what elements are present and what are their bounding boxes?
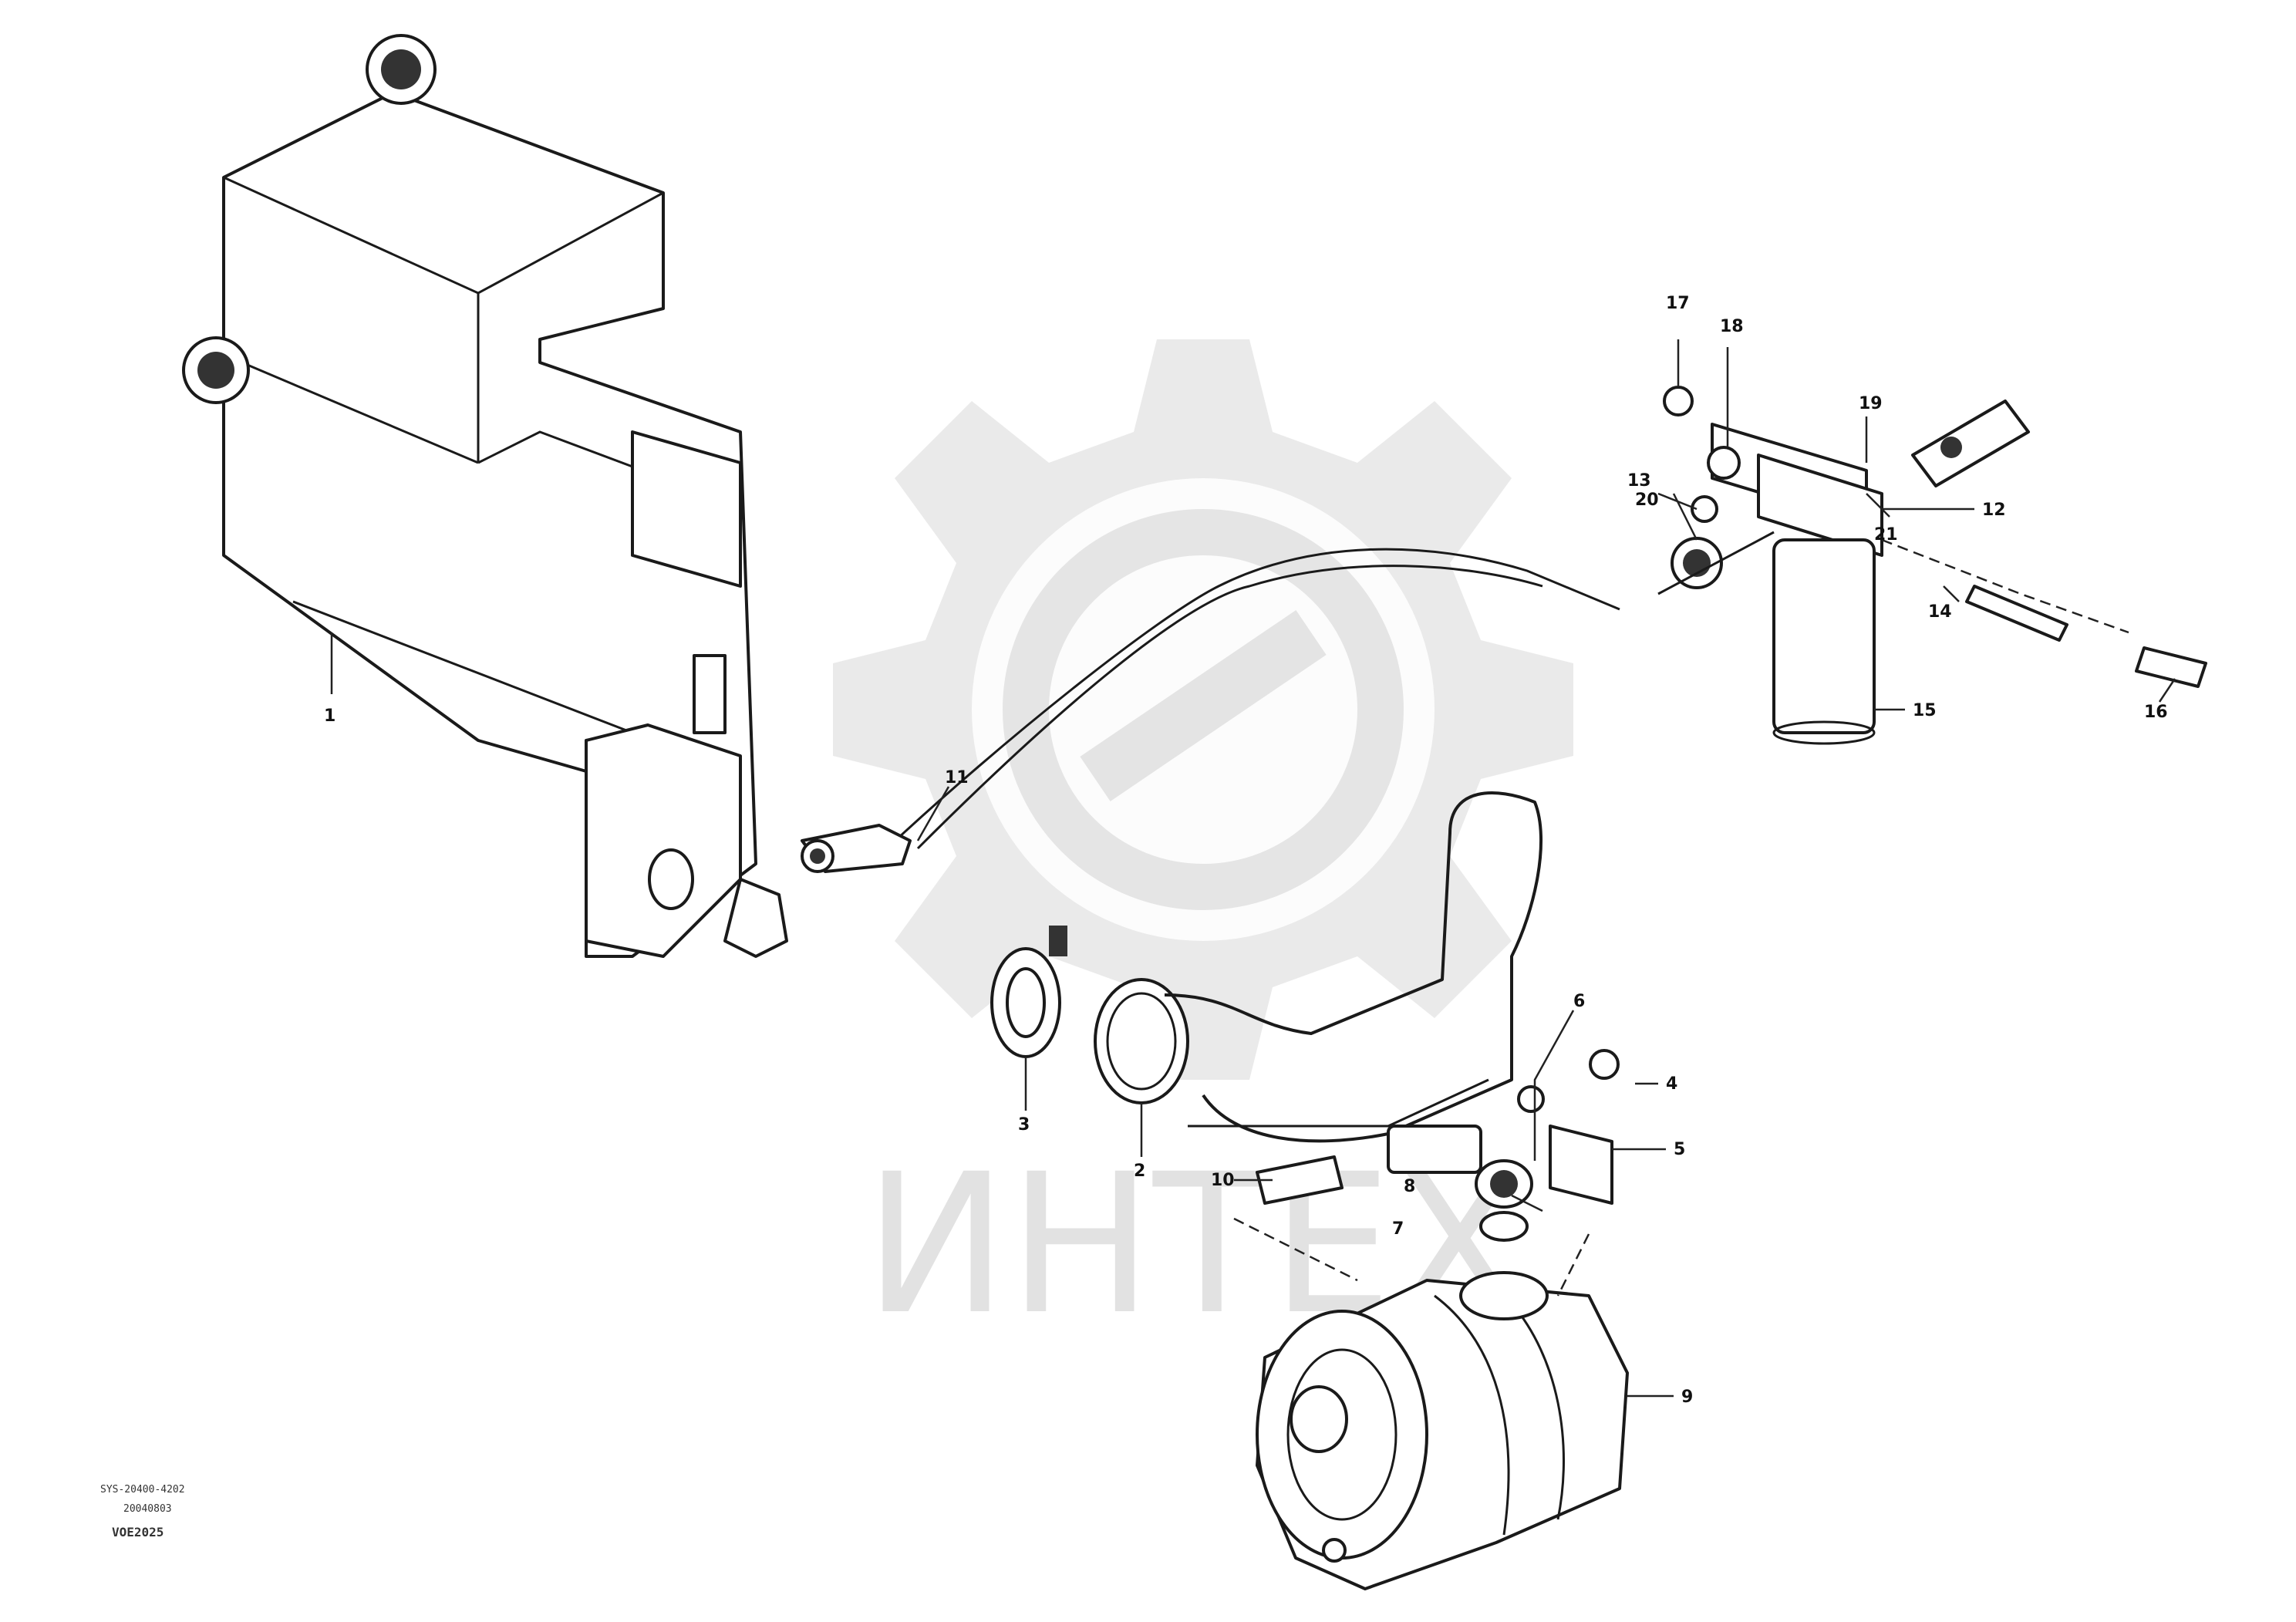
stamp-line-1: SYS-20400-4202 <box>100 1484 185 1496</box>
callout-19: 19 <box>1859 394 1883 413</box>
return-line <box>885 548 1620 850</box>
callout-7: 7 <box>1392 1219 1404 1239</box>
callout-6: 6 <box>1573 992 1585 1011</box>
callout-13: 13 <box>1627 471 1651 491</box>
callout-15: 15 <box>1913 701 1937 720</box>
hose-clamp <box>990 926 1067 1058</box>
callout-17: 17 <box>1666 294 1690 313</box>
callout-3: 3 <box>1018 1115 1030 1135</box>
callout-21: 21 <box>1874 525 1898 545</box>
drawing-stamp: SYS-20400-4202 20040803 VOE2025 <box>100 1484 185 1539</box>
o-ring <box>1094 978 1189 1104</box>
callout-18: 18 <box>1720 317 1744 336</box>
callout-11: 11 <box>945 768 969 787</box>
filter-assembly <box>1657 386 2207 745</box>
hydraulic-tank <box>182 34 788 958</box>
callout-9: 9 <box>1681 1388 1693 1407</box>
callout-1: 1 <box>324 706 335 726</box>
leader-lines <box>330 339 2176 1398</box>
callout-5: 5 <box>1674 1140 1685 1159</box>
callout-10: 10 <box>1211 1171 1235 1190</box>
stamp-line-3: VOE2025 <box>112 1525 164 1539</box>
suction-hose <box>1164 791 1543 1143</box>
watermark-gear-logo <box>833 339 1573 1080</box>
callouts: 1 2 3 4 5 6 7 8 9 10 11 12 13 14 15 16 1… <box>324 294 2168 1407</box>
hydraulic-pump <box>1233 1049 1629 1590</box>
callout-4: 4 <box>1666 1074 1677 1094</box>
callout-2: 2 <box>1134 1162 1145 1181</box>
callout-16: 16 <box>2144 703 2168 722</box>
stamp-line-2: 20040803 <box>123 1503 172 1515</box>
callout-12: 12 <box>1982 501 2006 520</box>
callout-8: 8 <box>1404 1177 1415 1196</box>
callout-20: 20 <box>1635 491 1659 510</box>
callout-14: 14 <box>1928 602 1952 622</box>
